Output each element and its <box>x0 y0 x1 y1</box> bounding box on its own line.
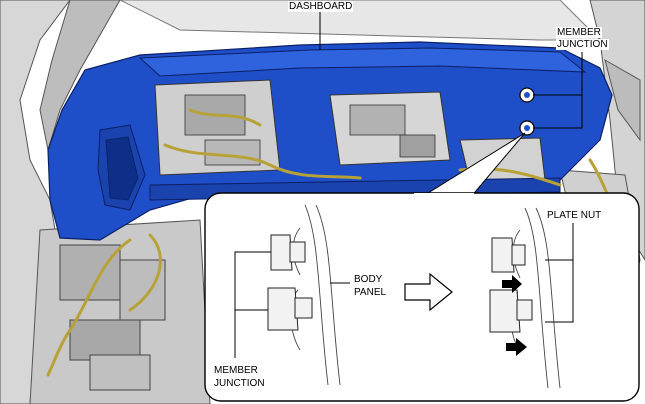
member-junction-left <box>267 234 313 331</box>
leader-lines-top <box>319 12 583 129</box>
leader-lines-inset-right <box>545 223 574 323</box>
label-plate-nut: PLATE NUT <box>546 210 603 221</box>
label-dashboard: DASHBOARD <box>288 1 354 12</box>
label-body-panel-1: BODY <box>353 274 384 285</box>
label-member-junction-top-1: MEMBER <box>556 27 602 38</box>
label-body-panel-2: PANEL <box>353 287 388 298</box>
label-member-junction-top-2: JUNCTION <box>556 39 609 50</box>
label-member-junction-bottom-1: MEMBER <box>213 365 259 376</box>
member-junction-right <box>489 237 533 333</box>
detail-inset <box>204 192 640 402</box>
plate-nut-arrows <box>502 275 527 356</box>
label-member-junction-bottom-2: JUNCTION <box>213 378 266 389</box>
leader-lines-inset-left <box>234 251 350 358</box>
transition-arrow <box>404 272 453 312</box>
member-junction-markers <box>519 87 535 136</box>
